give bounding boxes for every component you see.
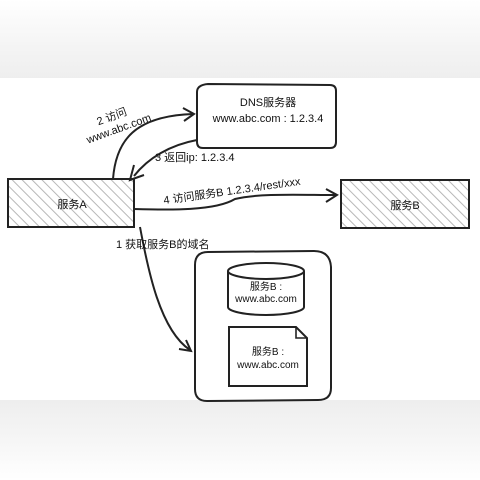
file-line2: www.abc.com <box>236 360 299 371</box>
dns-server-title: DNS服务器 <box>240 96 296 109</box>
edge-step1-label: 1 获取服务B的域名 <box>116 237 210 251</box>
config-file-node: 服务B : www.abc.com <box>228 326 308 387</box>
dns-server-record: www.abc.com : 1.2.3.4 <box>212 113 324 125</box>
edge-step2-arrow <box>112 107 196 180</box>
edge-step1-arrow <box>139 226 193 353</box>
dns-server-node: DNS服务器 www.abc.com : 1.2.3.4 <box>196 82 337 149</box>
service-a-node: 服务A <box>7 178 135 228</box>
bottom-fade <box>0 400 480 480</box>
edge-step3-label: 3 返回ip: 1.2.3.4 <box>155 151 235 164</box>
service-a-label: 服务A <box>57 198 87 211</box>
cache-cylinder: 服务B : www.abc.com <box>227 262 305 316</box>
top-fade <box>0 0 480 80</box>
edge-step4-arrow <box>133 188 339 211</box>
service-b-label: 服务B <box>390 199 419 212</box>
edge-step3-arrow <box>128 139 198 182</box>
cache-line2: www.abc.com <box>234 294 297 305</box>
edge-step4-label: 4 访问服务B 1.2.3.4/rest/xxx <box>163 175 302 207</box>
file-line1: 服务B : <box>252 345 284 358</box>
cache-line1: 服务B : <box>250 280 282 293</box>
service-b-node: 服务B <box>340 179 470 229</box>
